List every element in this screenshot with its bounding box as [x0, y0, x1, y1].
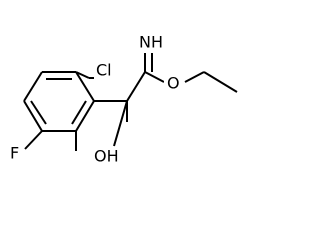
fluorine-atom-label: F [10, 144, 19, 163]
carbon-to-imidate-bond [126, 71, 146, 102]
ester-oxygen-bond-left [144, 71, 165, 83]
chlorine-atom-label: Cl [96, 61, 112, 80]
imine-label-background [137, 31, 173, 53]
oxygen-label-background [164, 72, 184, 94]
hydroxyl-atom-label: OH [94, 147, 119, 166]
ring-bond-lower-left-inner [30, 100, 47, 125]
ester-oxygen-bond-right [184, 71, 205, 83]
ethyl-bond [203, 71, 238, 93]
oxygen-atom-label: O [167, 74, 180, 93]
ring-bond-lower-right-inner [71, 100, 87, 125]
ring-bond-lower-right [75, 100, 95, 132]
chemical-structure-diagram: Cl F NH O OH [8, 31, 238, 167]
benzene-ring [23, 71, 95, 132]
chlorine-label-background [94, 59, 125, 81]
fluorine-connector-bond [24, 130, 43, 150]
ring-bond-lower-left [23, 100, 43, 132]
hydroxyl-label-background [92, 145, 127, 167]
imine-atom-label: NH [139, 33, 163, 52]
ring-bond-upper-left [23, 71, 43, 102]
ring-bond-upper-right [75, 71, 95, 102]
hydroxyl-connector-bond [113, 100, 128, 147]
chlorine-bond [75, 71, 90, 79]
fluorine-label-background [8, 142, 26, 164]
